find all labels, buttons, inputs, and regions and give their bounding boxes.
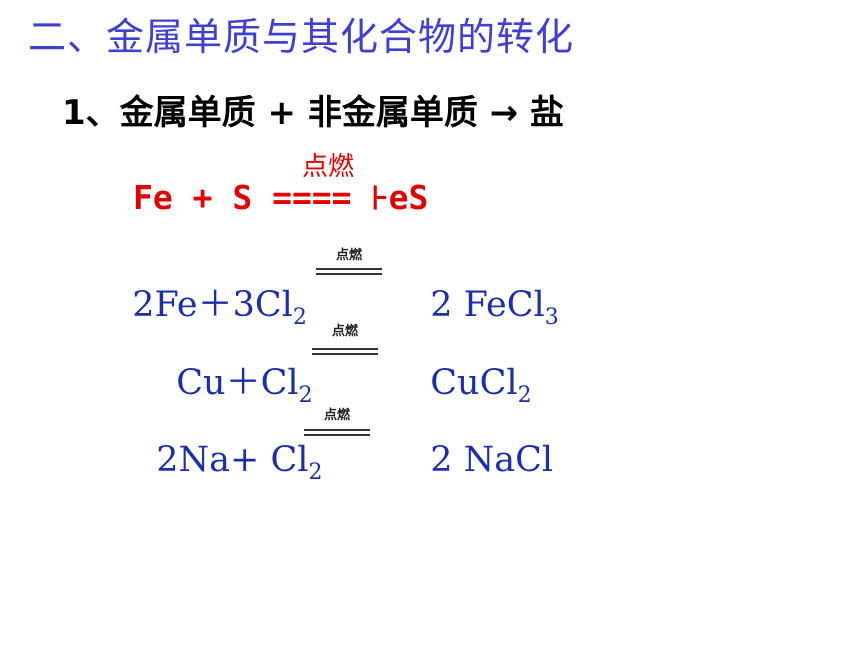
reaction-1-products: 2 FeCl3	[408, 253, 559, 330]
reaction-1-arrow: 点燃	[316, 244, 382, 284]
reaction-2-left: Cu＋Cl	[176, 363, 299, 403]
section-heading: 1、金属单质 + 非金属单质 → 盐	[62, 93, 564, 133]
reaction-3-left: 2Na+ Cl	[156, 440, 309, 480]
reaction-2-products: CuCl2	[408, 331, 532, 408]
reaction-2-left-sub: 2	[298, 383, 313, 408]
reaction-1-right-sub: 3	[544, 305, 559, 330]
fe-s-condition: 点燃	[302, 152, 355, 182]
reaction-2-right: CuCl	[430, 363, 518, 403]
slide-title: 二、金属单质与其化合物的转化	[28, 15, 575, 59]
reaction-1-left: 2Fe＋3Cl	[132, 285, 293, 325]
reaction-2-arrow: 点燃	[312, 320, 378, 360]
reaction-3-left-sub: 2	[308, 460, 323, 485]
reaction-3-reactants: 2Na+ Cl2	[134, 408, 322, 484]
reaction-3-right: 2 NaCl	[430, 440, 554, 480]
fe-s-equation: Fe + S ==== ⊦eS	[133, 178, 429, 217]
reaction-1-right: 2 FeCl	[430, 285, 545, 325]
reaction-3-condition: 点燃	[323, 408, 350, 423]
reaction-2-reactants: Cu＋Cl2	[154, 331, 313, 408]
reaction-1-condition: 点燃	[335, 248, 362, 263]
reaction-1-reactants: 2Fe＋3Cl2	[110, 253, 307, 329]
reaction-2-condition: 点燃	[331, 324, 358, 339]
reaction-1-left-sub: 2	[292, 305, 307, 330]
reaction-3-arrow: 点燃	[304, 404, 370, 444]
reaction-3-products: 2 NaCl	[408, 408, 553, 478]
reaction-2-right-sub: 2	[517, 383, 532, 408]
